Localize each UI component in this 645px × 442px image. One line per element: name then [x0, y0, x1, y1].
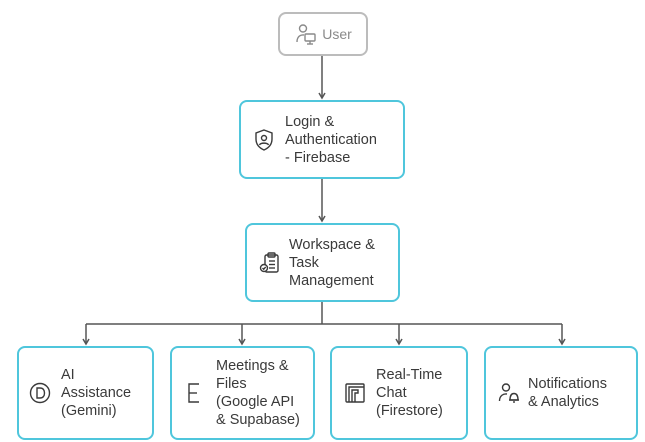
workspace-node: Workspace & Task Management [245, 223, 400, 302]
letter-e-icon [182, 381, 206, 405]
workspace-label: Workspace & Task Management [289, 236, 375, 289]
user-shield-icon [251, 128, 277, 152]
user-node: User [278, 12, 368, 56]
ai-assistance-node: AI Assistance (Gemini) [17, 346, 154, 440]
clipboard-checklist-icon [257, 251, 283, 275]
real-time-chat-label: Real-Time Chat (Firestore) [376, 367, 443, 419]
user-label: User [322, 26, 352, 42]
user-computer-icon [294, 22, 318, 46]
login-label: Login & Authentication - Firebase [285, 113, 377, 166]
user-bell-icon [496, 381, 522, 405]
meetings-files-label: Meetings & Files (Google API & Supabase) [216, 358, 300, 428]
meetings-files-node: Meetings & Files (Google API & Supabase) [170, 346, 315, 440]
login-node: Login & Authentication - Firebase [239, 100, 405, 179]
layout-frame-icon [342, 381, 368, 405]
ai-assistance-label: AI Assistance (Gemini) [61, 367, 132, 419]
real-time-chat-node: Real-Time Chat (Firestore) [330, 346, 468, 440]
notifications-analytics-label: Notifications & Analytics [528, 376, 607, 410]
circle-d-icon [27, 381, 53, 405]
notifications-analytics-node: Notifications & Analytics [484, 346, 638, 440]
